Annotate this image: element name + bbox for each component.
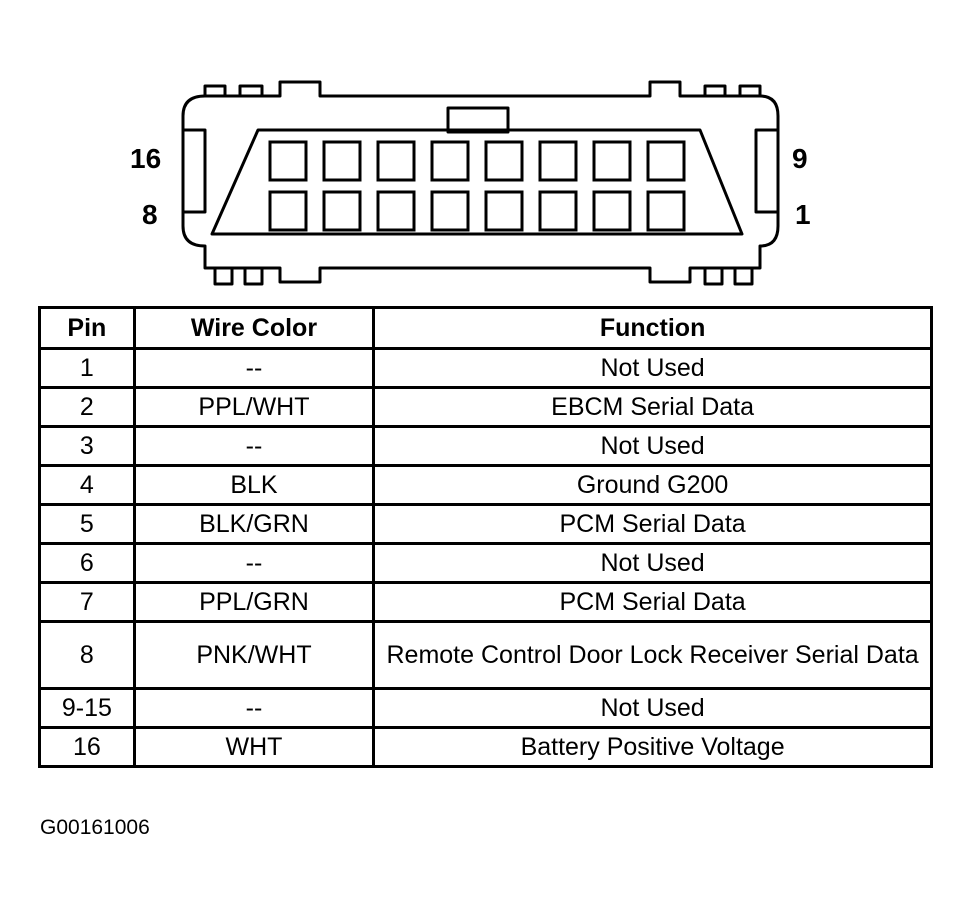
cell-wire-color: -- xyxy=(132,687,376,729)
pin-cell xyxy=(376,140,416,182)
cell-function: Not Used xyxy=(372,687,933,729)
bottom-left-latch xyxy=(213,268,264,286)
pin-label-16: 16 xyxy=(130,143,161,174)
cell-pin: 2 xyxy=(38,386,136,428)
cell-wire-color: PPL/GRN xyxy=(132,581,376,623)
cell-function: Not Used xyxy=(372,542,933,584)
table-row: 7 PPL/GRN PCM Serial Data xyxy=(38,581,933,623)
cell-wire-color: PPL/WHT xyxy=(132,386,376,428)
pin-cell xyxy=(376,190,416,232)
header-pin: Pin xyxy=(38,306,136,350)
pin-cavity xyxy=(210,128,744,236)
pin-cell xyxy=(592,190,632,232)
pin-cell xyxy=(538,140,578,182)
cell-wire-color: PNK/WHT xyxy=(132,620,376,690)
cell-pin: 8 xyxy=(38,620,136,690)
pin-cell xyxy=(322,190,362,232)
pin-cell xyxy=(430,140,470,182)
cell-pin: 7 xyxy=(38,581,136,623)
right-ear xyxy=(754,128,778,214)
cell-function: PCM Serial Data xyxy=(372,581,933,623)
cell-function: Not Used xyxy=(372,347,933,389)
cell-pin: 9-15 xyxy=(38,687,136,729)
pinout-table: Pin Wire Color Function 1 -- Not Used 2 … xyxy=(38,306,933,768)
top-right-latch xyxy=(703,84,762,96)
cell-wire-color: -- xyxy=(132,425,376,467)
pin-cell xyxy=(430,190,470,232)
bottom-right-latch xyxy=(703,268,754,286)
cell-wire-color: BLK/GRN xyxy=(132,503,376,545)
left-ear xyxy=(183,128,207,214)
pin-cell xyxy=(592,140,632,182)
cell-wire-color: WHT xyxy=(132,726,376,768)
cell-pin: 1 xyxy=(38,347,136,389)
table-row: 1 -- Not Used xyxy=(38,347,933,389)
pin-cell xyxy=(484,140,524,182)
table-row: 8 PNK/WHT Remote Control Door Lock Recei… xyxy=(38,620,933,690)
pin-label-8: 8 xyxy=(142,199,158,230)
cell-pin: 5 xyxy=(38,503,136,545)
connector-diagram: 16 8 9 1 xyxy=(130,80,811,286)
cell-function: Ground G200 xyxy=(372,464,933,506)
cell-pin: 16 xyxy=(38,726,136,768)
cell-wire-color: -- xyxy=(132,347,376,389)
key-tab xyxy=(446,106,510,134)
table-row: 3 -- Not Used xyxy=(38,425,933,467)
cell-function: Not Used xyxy=(372,425,933,467)
pin-cell xyxy=(484,190,524,232)
top-left-latch xyxy=(203,84,264,96)
cell-function: PCM Serial Data xyxy=(372,503,933,545)
pin-cell xyxy=(646,190,686,232)
figure-code: G00161006 xyxy=(40,816,150,839)
table-row: 6 -- Not Used xyxy=(38,542,933,584)
pin-cell xyxy=(268,140,308,182)
cell-wire-color: BLK xyxy=(132,464,376,506)
pin-cell xyxy=(646,140,686,182)
cell-wire-color: -- xyxy=(132,542,376,584)
pin-label-9: 9 xyxy=(792,143,808,174)
table-header-row: Pin Wire Color Function xyxy=(38,306,933,350)
table-row: 2 PPL/WHT EBCM Serial Data xyxy=(38,386,933,428)
cell-pin: 6 xyxy=(38,542,136,584)
table-row: 9-15 -- Not Used xyxy=(38,687,933,729)
cell-function: Battery Positive Voltage xyxy=(372,726,933,768)
table-row: 4 BLK Ground G200 xyxy=(38,464,933,506)
pin-cell xyxy=(538,190,578,232)
cell-pin: 3 xyxy=(38,425,136,467)
cell-function: Remote Control Door Lock Receiver Serial… xyxy=(372,620,933,690)
pin-cell xyxy=(268,190,308,232)
connector-housing xyxy=(181,80,780,284)
header-wire-color: Wire Color xyxy=(132,306,376,350)
table-row: 5 BLK/GRN PCM Serial Data xyxy=(38,503,933,545)
pin-cell xyxy=(322,140,362,182)
table-row: 16 WHT Battery Positive Voltage xyxy=(38,726,933,768)
cell-pin: 4 xyxy=(38,464,136,506)
header-function: Function xyxy=(372,306,933,350)
pin-label-1: 1 xyxy=(795,199,811,230)
cell-function: EBCM Serial Data xyxy=(372,386,933,428)
